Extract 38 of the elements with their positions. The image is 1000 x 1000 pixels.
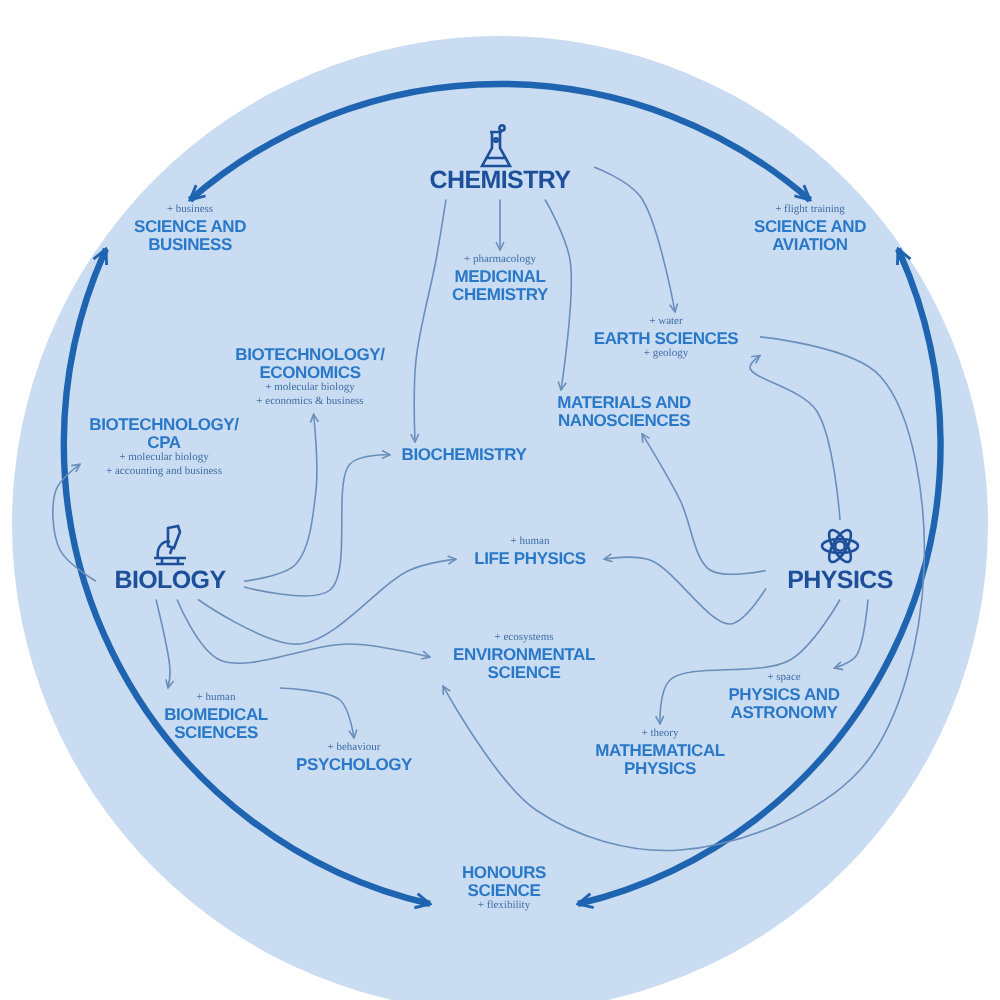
arrow <box>243 413 320 582</box>
program-title: MATHEMATICAL PHYSICS <box>593 742 727 778</box>
program-title: ENVIRONMENTAL SCIENCE <box>451 646 597 682</box>
program-title: SCIENCE AND BUSINESS <box>131 218 249 254</box>
subject-title: BIOLOGY <box>114 568 226 596</box>
arrow <box>544 198 573 391</box>
program-title: MATERIALS AND NANOSCIENCES <box>555 394 693 430</box>
program-title: BIOCHEMISTRY <box>401 446 527 464</box>
arc-arrow <box>188 80 812 203</box>
arrow <box>833 598 869 671</box>
arrow <box>176 598 431 665</box>
arrow <box>52 463 97 582</box>
subject-title: PHYSICS <box>787 568 893 596</box>
program-title: BIOTECHNOLOGY/ ECONOMICS <box>233 346 387 382</box>
program-title: MEDICINAL CHEMISTRY <box>450 268 550 304</box>
arrow <box>654 598 841 725</box>
program-title: HONOURS SCIENCE <box>459 864 549 900</box>
program-title: BIOMEDICAL SCIENCES <box>162 706 270 742</box>
arrow <box>495 198 505 251</box>
arrow <box>593 166 679 313</box>
arrow <box>442 336 926 852</box>
arrow <box>197 555 457 645</box>
program-title: BIOTECHNOLOGY/ CPA <box>87 416 241 452</box>
arrow <box>279 687 358 739</box>
arrow <box>749 354 841 521</box>
program-title: EARTH SCIENCES <box>593 330 739 349</box>
arrow <box>243 449 391 597</box>
arc-arrow <box>576 247 944 909</box>
program-title: LIFE PHYSICS <box>474 550 586 569</box>
program-title: SCIENCE AND AVIATION <box>751 218 869 254</box>
program-title: PSYCHOLOGY <box>296 756 412 775</box>
arc-arrow <box>61 247 432 909</box>
arrow <box>409 198 447 443</box>
program-title: PHYSICS AND ASTRONOMY <box>726 686 842 722</box>
arrow <box>641 432 767 576</box>
arrow <box>155 598 175 689</box>
arrow <box>603 553 767 625</box>
subject-title: CHEMISTRY <box>429 168 571 196</box>
